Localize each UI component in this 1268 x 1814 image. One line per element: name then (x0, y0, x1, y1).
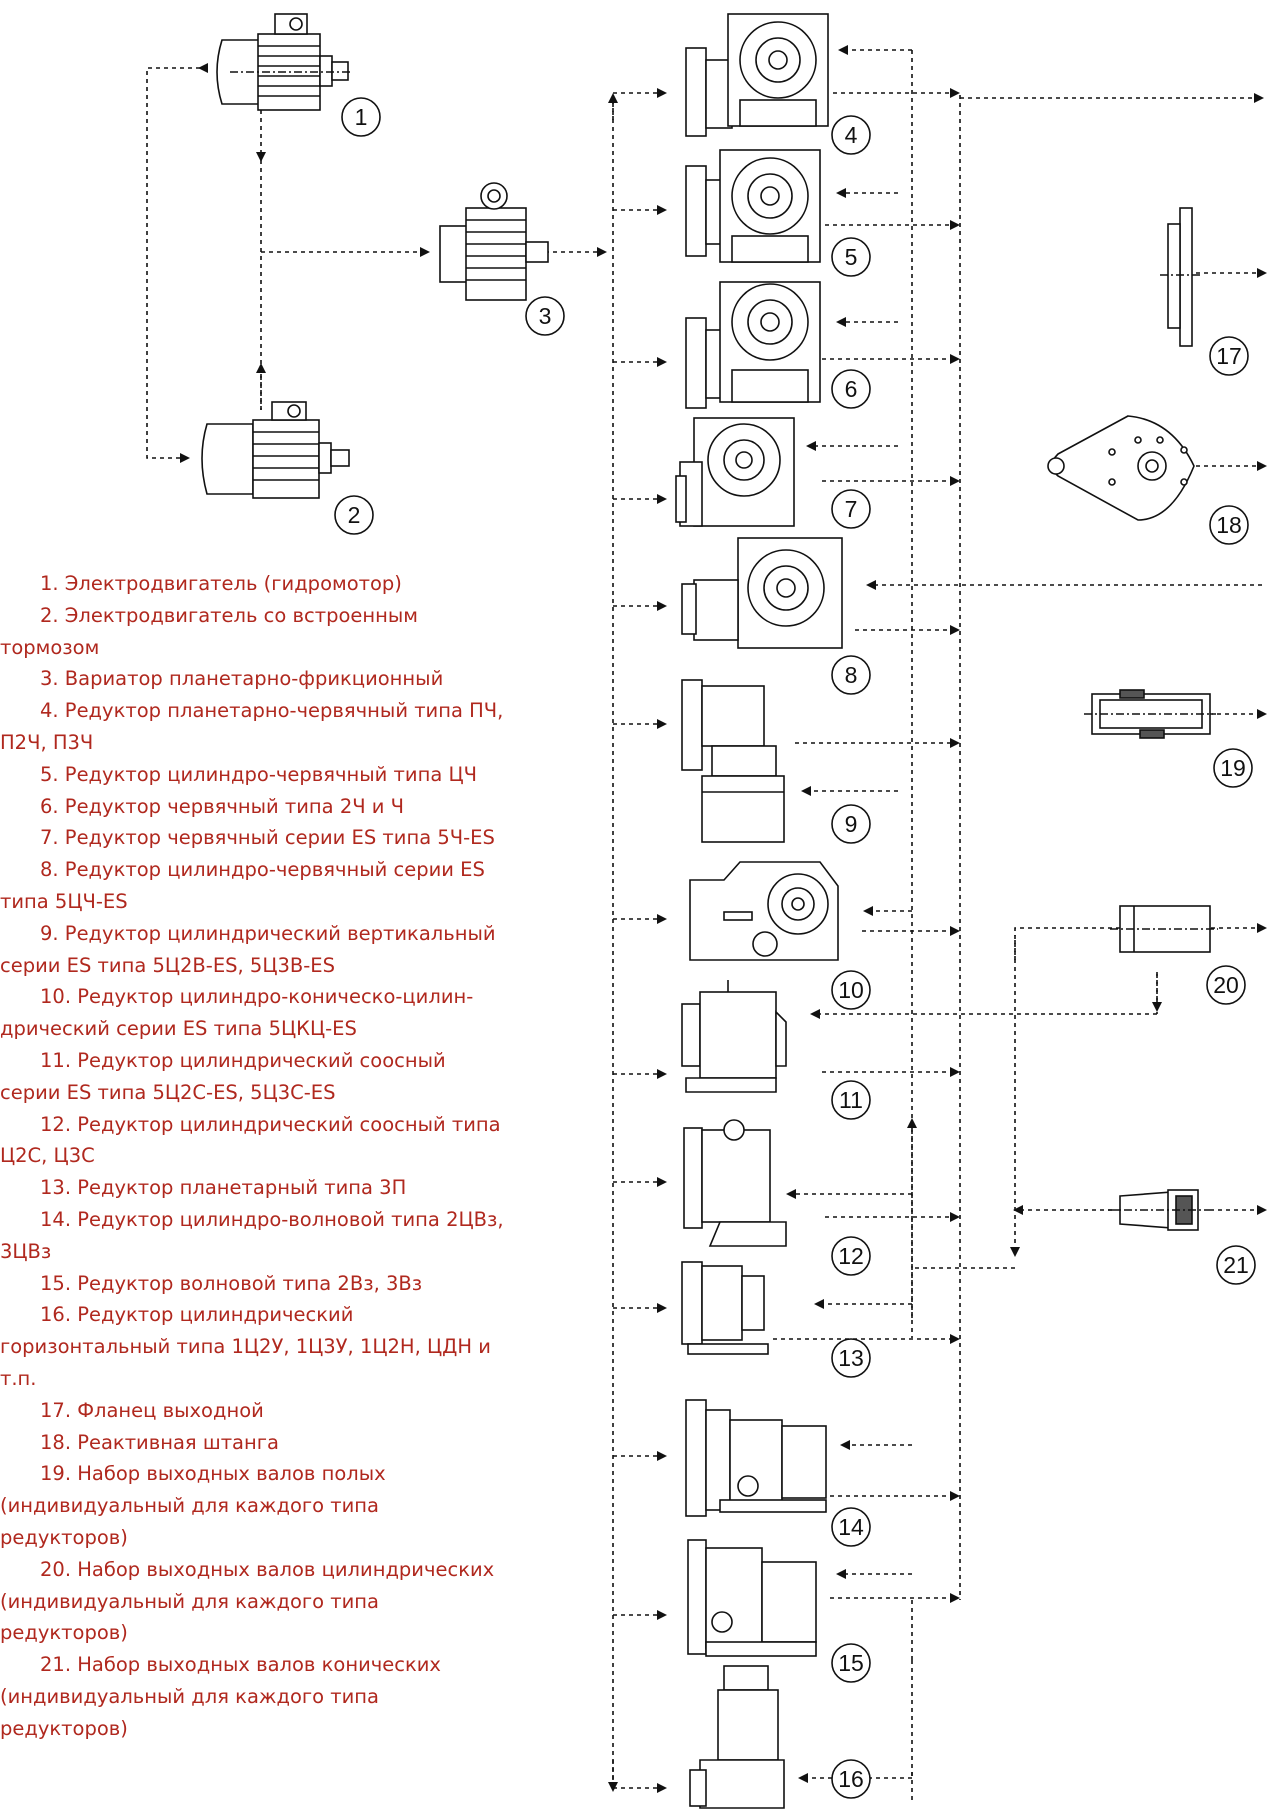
legend-item: 12. Редуктор цилиндрический соосный типа… (0, 1109, 505, 1173)
component-legend: 1. Электродвигатель (гидромотор) 2. Элек… (0, 568, 505, 1744)
badge-14: 14 (832, 1508, 870, 1546)
svg-text:19: 19 (1220, 755, 1246, 781)
badge-17: 17 (1210, 337, 1248, 375)
svg-text:17: 17 (1216, 343, 1242, 369)
svg-text:21: 21 (1223, 1252, 1249, 1278)
legend-item: 6. Редуктор червячный типа 2Ч и Ч (0, 791, 505, 823)
legend-item: 13. Редуктор планетарный типа 3П (0, 1172, 505, 1204)
legend-item: 10. Редуктор цилиндро-коническо-цилин­др… (0, 981, 505, 1045)
electric-motor-drawing (217, 14, 350, 110)
badge-8: 8 (832, 656, 870, 694)
hollow-shafts-drawing (1084, 690, 1216, 738)
worm-es-gearbox-drawing (676, 418, 794, 526)
badge-21: 21 (1217, 1246, 1255, 1284)
badge-1: 1 (342, 98, 380, 136)
svg-text:8: 8 (845, 662, 858, 688)
svg-text:3: 3 (539, 303, 552, 329)
badge-13: 13 (832, 1339, 870, 1377)
coaxial-cylindrical-gearbox-drawing (684, 1120, 786, 1246)
badge-10: 10 (832, 971, 870, 1009)
planetary-worm-gearbox-drawing (686, 14, 828, 136)
badge-18: 18 (1210, 506, 1248, 544)
legend-item: 11. Редуктор цилиндрический соосный сери… (0, 1045, 505, 1109)
motor1-to-motor2-link (147, 68, 200, 458)
svg-text:16: 16 (838, 1766, 864, 1792)
badge-15: 15 (832, 1644, 870, 1682)
svg-text:12: 12 (838, 1243, 864, 1269)
svg-text:10: 10 (838, 977, 864, 1003)
svg-text:20: 20 (1213, 972, 1239, 998)
worm-gearbox-drawing (686, 282, 820, 408)
badge-6: 6 (832, 370, 870, 408)
svg-text:6: 6 (845, 376, 858, 402)
cylindrical-wave-gearbox-drawing (686, 1400, 826, 1516)
svg-text:2: 2 (348, 502, 361, 528)
badge-20: 20 (1207, 966, 1245, 1004)
badge-9: 9 (832, 805, 870, 843)
badge-11: 11 (832, 1081, 870, 1119)
legend-item: 9. Редуктор цилиндрический вертикальный … (0, 918, 505, 982)
svg-text:1: 1 (355, 104, 368, 130)
legend-item: 14. Редуктор цилиндро-волновой типа 2ЦВз… (0, 1204, 505, 1268)
conical-shafts-drawing (1108, 1190, 1210, 1230)
torque-arm-drawing (1048, 416, 1194, 520)
horizontal-cylindrical-gearbox-drawing (690, 1666, 784, 1808)
wave-gearbox-drawing (688, 1540, 816, 1656)
svg-text:4: 4 (845, 122, 858, 148)
legend-item: 1. Электродвигатель (гидромотор) (0, 568, 505, 600)
legend-item: 21. Набор выходных валов конических (инд… (0, 1649, 505, 1744)
legend-item: 3. Вариатор планетарно-фрикционный (0, 663, 505, 695)
legend-item: 5. Редуктор цилиндро-червячный типа ЦЧ (0, 759, 505, 791)
legend-item: 19. Набор выходных валов полых (индивиду… (0, 1458, 505, 1553)
badge-5: 5 (832, 238, 870, 276)
badge-7: 7 (832, 490, 870, 528)
legend-item: 7. Редуктор червячный серии ES типа 5Ч-E… (0, 822, 505, 854)
bevel-helical-gearbox-drawing (690, 862, 838, 960)
legend-item: 16. Редуктор цилиндрический горизонтальн… (0, 1299, 505, 1394)
legend-item: 8. Редуктор цилиндро-червячный серии ES … (0, 854, 505, 918)
badge-4: 4 (832, 116, 870, 154)
svg-text:11: 11 (839, 1087, 863, 1113)
svg-text:15: 15 (838, 1650, 864, 1676)
svg-text:13: 13 (838, 1345, 864, 1371)
coaxial-cylindrical-es-gearbox-drawing (682, 980, 786, 1092)
svg-text:7: 7 (845, 496, 858, 522)
vertical-cylindrical-gearbox-drawing (682, 680, 784, 842)
badge-19: 19 (1214, 749, 1252, 787)
legend-item: 2. Электродвигатель со встроенным тормоз… (0, 600, 505, 664)
planetary-gearbox-drawing (682, 1262, 768, 1354)
svg-text:18: 18 (1216, 512, 1242, 538)
legend-item: 4. Редуктор планетарно-червячный типа ПЧ… (0, 695, 505, 759)
cylindrical-shafts-drawing (1110, 906, 1218, 952)
cylindrical-worm-gearbox-drawing (686, 150, 820, 262)
output-flange-drawing (1160, 208, 1200, 346)
legend-item: 17. Фланец выходной (0, 1395, 505, 1427)
legend-item: 18. Реактивная штанга (0, 1427, 505, 1459)
svg-text:5: 5 (845, 244, 858, 270)
svg-text:14: 14 (838, 1514, 864, 1540)
svg-text:9: 9 (845, 811, 858, 837)
badge-12: 12 (832, 1237, 870, 1275)
cylindrical-worm-es-gearbox-drawing (682, 538, 842, 648)
variator-drawing (440, 183, 548, 300)
braked-motor-drawing (202, 402, 349, 498)
legend-item: 20. Набор выходных валов цилиндрических … (0, 1554, 505, 1649)
badge-3: 3 (526, 297, 564, 335)
legend-item: 15. Редуктор волновой типа 2Вз, 3Вз (0, 1268, 505, 1300)
badge-16: 16 (832, 1760, 870, 1798)
badge-2: 2 (335, 496, 373, 534)
